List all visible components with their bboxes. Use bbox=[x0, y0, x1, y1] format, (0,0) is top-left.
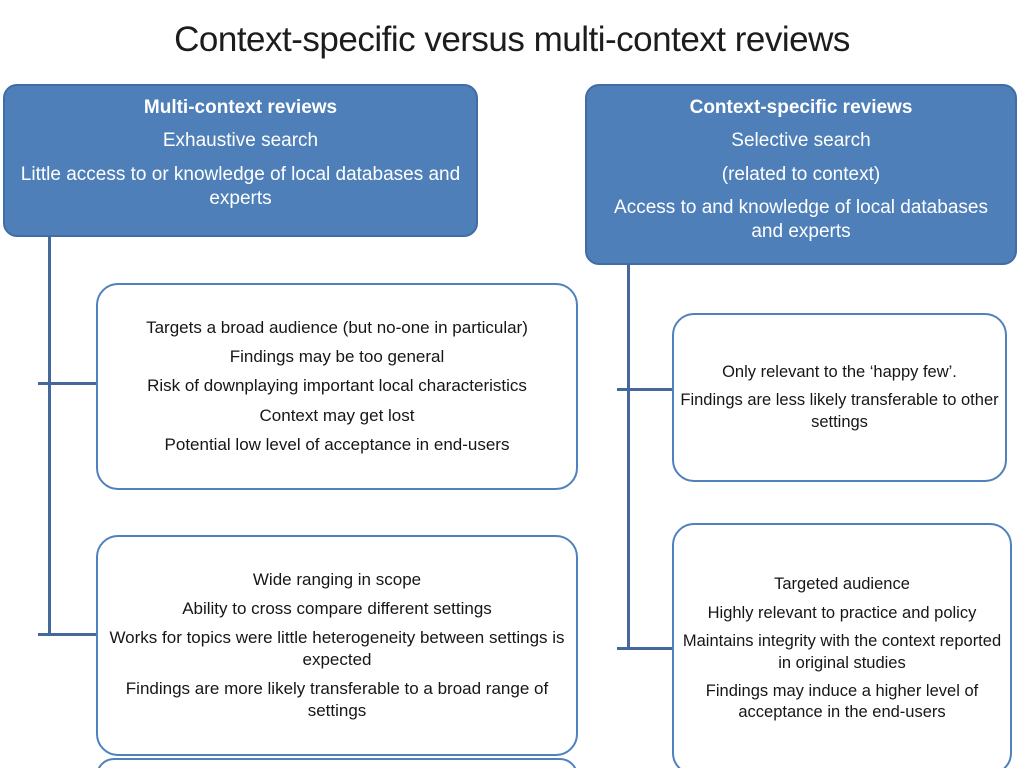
benefit-line: Maintains integrity with the context rep… bbox=[682, 632, 1002, 672]
multi-context-header-line: Little access to or knowledge of local d… bbox=[20, 163, 461, 209]
multi-context-header-box: Multi-context reviews Exhaustive search … bbox=[3, 84, 478, 237]
multi-context-header-title: Multi-context reviews bbox=[143, 97, 338, 118]
context-specific-header-line: Selective search bbox=[731, 130, 871, 152]
context-specific-header-box: Context-specific reviews Selective searc… bbox=[585, 84, 1017, 265]
benefit-line: Targeted audience bbox=[774, 575, 910, 594]
drawback-line: Targets a broad audience (but no-one in … bbox=[146, 318, 528, 338]
context-specific-header-line: (related to context) bbox=[721, 163, 881, 185]
multi-context-drawbacks-box: Targets a broad audience (but no-one in … bbox=[96, 283, 578, 490]
benefit-line: Findings are more likely transferable to… bbox=[125, 679, 549, 721]
drawback-line: Context may get lost bbox=[259, 405, 415, 425]
context-specific-header-line: Access to and knowledge of local databas… bbox=[614, 196, 988, 243]
benefit-line: Highly relevant to practice and policy bbox=[707, 603, 977, 622]
benefit-line: Works for topics were little heterogenei… bbox=[109, 627, 565, 669]
context-specific-benefits-box: Targeted audience Highly relevant to pra… bbox=[672, 523, 1012, 768]
context-specific-header-title: Context-specific reviews bbox=[689, 97, 913, 118]
left-connector-branch-bottom bbox=[38, 633, 97, 636]
drawback-line: Findings are less likely transferable to… bbox=[680, 391, 999, 431]
right-connector-branch-top bbox=[617, 388, 673, 391]
slide-title: Context-specific versus multi-context re… bbox=[174, 20, 850, 59]
context-specific-drawbacks-box: Only relevant to the ‘happy few’. Findin… bbox=[672, 313, 1007, 482]
right-connector-vertical-line bbox=[627, 265, 630, 649]
benefit-line: Wide ranging in scope bbox=[252, 569, 422, 589]
drawback-line: Only relevant to the ‘happy few’. bbox=[722, 362, 957, 381]
right-connector-branch-bottom bbox=[617, 647, 673, 650]
multi-context-benefits-box: Wide ranging in scope Ability to cross c… bbox=[96, 535, 578, 756]
drawback-line: Potential low level of acceptance in end… bbox=[164, 434, 510, 454]
left-connector-branch-top bbox=[38, 382, 97, 385]
drawback-line: Risk of downplaying important local char… bbox=[147, 376, 527, 396]
benefit-line: Ability to cross compare different setti… bbox=[182, 598, 492, 618]
benefit-line: Findings may induce a higher level of ac… bbox=[705, 681, 979, 722]
left-connector-vertical-line bbox=[48, 237, 51, 635]
multi-context-header-line: Exhaustive search bbox=[162, 130, 319, 152]
cut-off-box-top-edge bbox=[96, 758, 578, 768]
drawback-line: Findings may be too general bbox=[229, 347, 445, 367]
